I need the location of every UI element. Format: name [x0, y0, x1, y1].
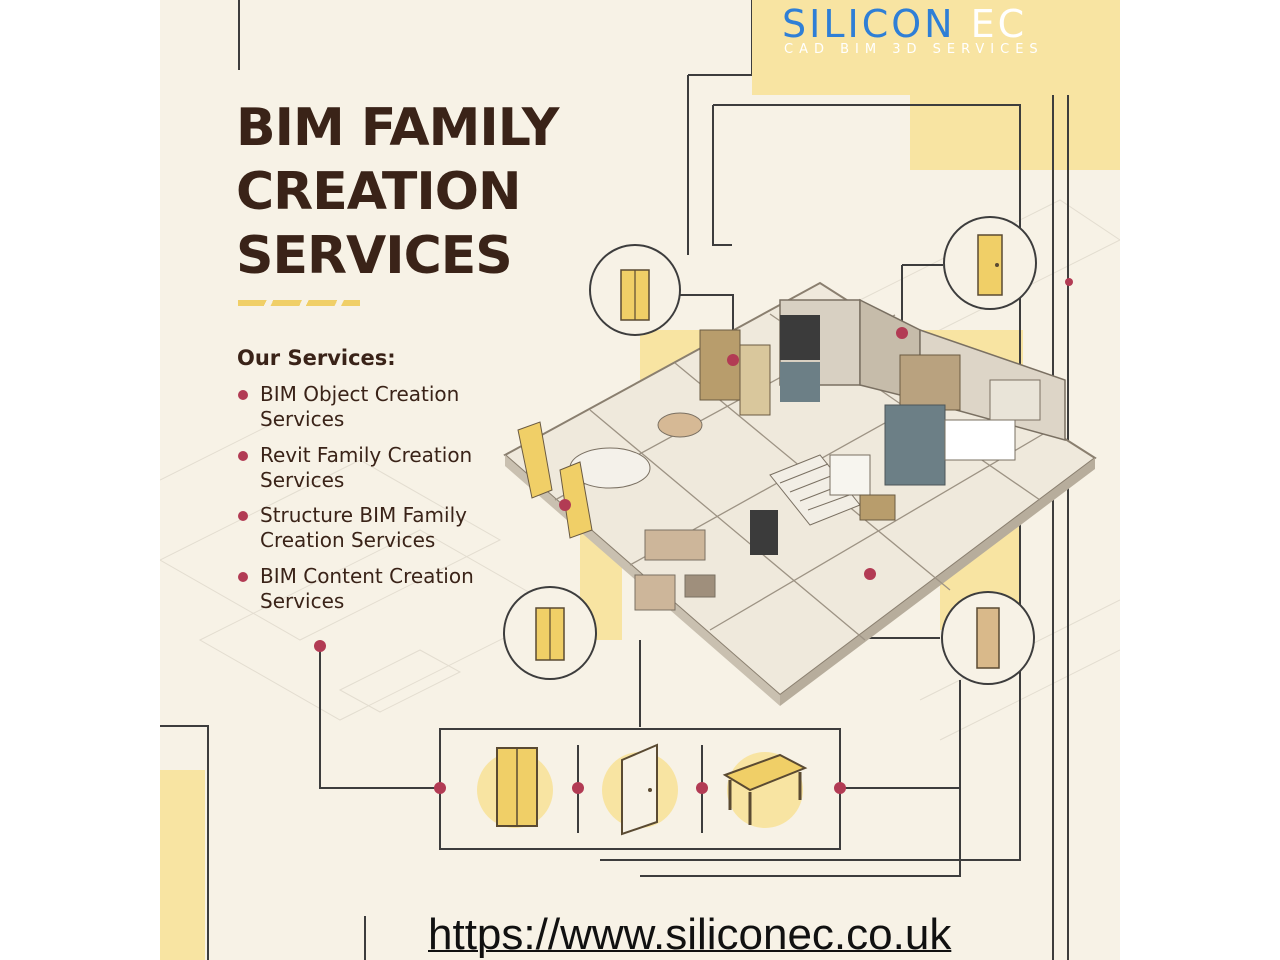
service-line-2: Services — [260, 588, 345, 613]
service-line-1: Structure BIM Family — [260, 503, 467, 527]
service-line-1: BIM Content Creation — [260, 563, 474, 588]
service-line-1: Revit Family Creation — [260, 442, 473, 467]
service-line-2: Services — [260, 407, 345, 431]
bullet-icon — [238, 390, 248, 400]
list-item: BIM Content Creation Services — [238, 564, 518, 614]
bullet-icon — [238, 511, 248, 521]
page-title: BIM FAMILY CREATION SERVICES — [236, 96, 559, 288]
bullet-icon — [238, 571, 248, 582]
title-underline — [238, 300, 360, 306]
title-line-1: BIM FAMILY — [236, 98, 559, 158]
bullet-icon — [238, 450, 248, 461]
door-icon — [602, 743, 678, 836]
floor-plan-illustration — [503, 281, 1097, 706]
door-icon — [941, 591, 1035, 685]
list-item: BIM Object Creation Services — [238, 382, 518, 432]
website-link[interactable]: https://www.siliconec.co.uk — [428, 910, 952, 959]
cabinet-icon — [589, 244, 681, 336]
services-list: BIM Object Creation Services Revit Famil… — [238, 382, 518, 624]
title-line-3: SERVICES — [236, 226, 513, 286]
poster: SILICON EC CAD BIM 3D SERVICES BIM FAMIL… — [160, 0, 1120, 960]
service-line-1: BIM Object Creation — [260, 382, 460, 406]
background-illustration — [160, 0, 1120, 960]
cabinet-icon — [477, 747, 553, 828]
cabinet-icon — [503, 586, 597, 680]
brand-name: SILICON — [782, 2, 956, 46]
list-item: Structure BIM Family Creation Services — [238, 503, 518, 553]
services-heading: Our Services: — [237, 346, 396, 370]
table-icon — [722, 752, 808, 828]
title-line-2: CREATION — [236, 162, 521, 222]
brand-logo: SILICON EC — [782, 2, 1027, 46]
door-icon — [943, 216, 1037, 310]
service-line-2: Services — [260, 467, 345, 492]
list-item: Revit Family Creation Services — [238, 443, 518, 493]
brand-suffix: EC — [970, 2, 1028, 46]
service-line-2: Creation Services — [260, 528, 436, 552]
logo-background — [752, 0, 1120, 95]
brand-tagline: CAD BIM 3D SERVICES — [784, 42, 1044, 57]
